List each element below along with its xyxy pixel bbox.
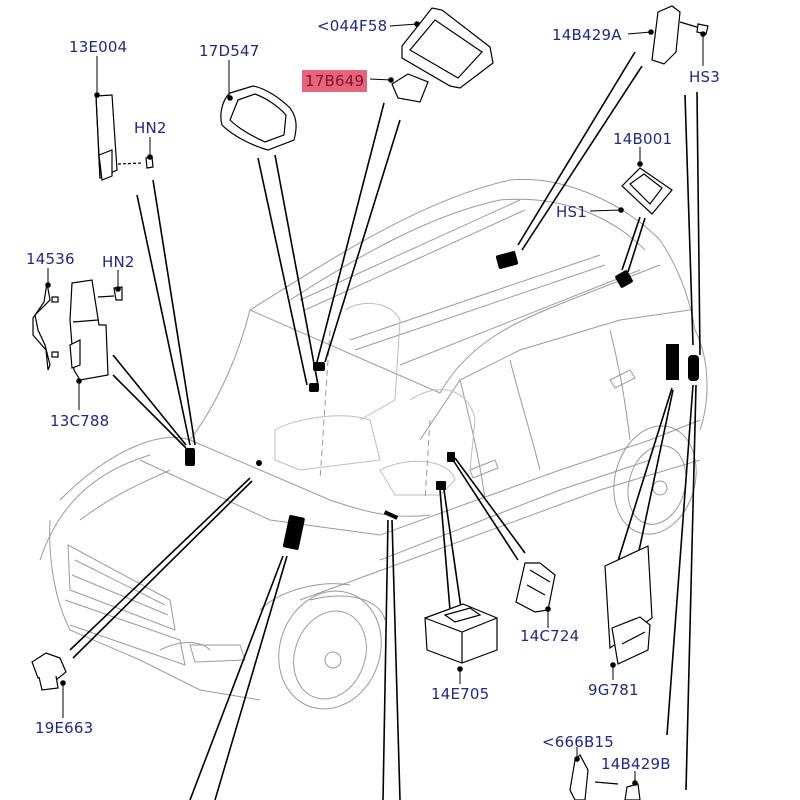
- part-13E004: [94, 92, 144, 181]
- part-label-14B429A[interactable]: 14B429A: [552, 26, 622, 44]
- label-ticks: [47, 23, 704, 783]
- part-14B001: [618, 161, 673, 215]
- part-label-14B001[interactable]: 14B001: [613, 130, 673, 148]
- part-label-14C724[interactable]: 14C724: [520, 627, 580, 645]
- part-17B649: [388, 73, 429, 103]
- part-label-HN2-lower[interactable]: HN2: [102, 253, 135, 271]
- part-label-17B649-highlighted[interactable]: 17B649: [302, 70, 368, 92]
- leader-lines: [69, 51, 701, 800]
- part-HN2-a: [145, 154, 154, 169]
- part-label-9G781[interactable]: 9G781: [588, 681, 639, 699]
- exploded-parts: [31, 5, 709, 800]
- part-14B429B: [594, 780, 641, 800]
- part-HN2-b: [97, 286, 123, 301]
- part-14536: [32, 282, 59, 371]
- part-14C724: [515, 562, 556, 613]
- part-label-14E705[interactable]: 14E705: [431, 685, 490, 703]
- part-label-19E663[interactable]: 19E663: [35, 719, 94, 737]
- part-label-14B429B[interactable]: 14B429B: [601, 755, 671, 773]
- part-044F58: [401, 7, 494, 89]
- module-markers: [185, 251, 699, 550]
- part-label-13E004[interactable]: 13E004: [69, 38, 128, 56]
- part-label-HS1[interactable]: HS1: [556, 203, 587, 221]
- part-label-044F58[interactable]: <044F58: [317, 17, 388, 35]
- part-label-14536[interactable]: 14536: [26, 250, 75, 268]
- part-label-666B15[interactable]: <666B15: [542, 733, 614, 751]
- part-13C788: [69, 279, 109, 384]
- part-label-HN2-upper[interactable]: HN2: [134, 119, 167, 137]
- part-14E705: [424, 603, 498, 672]
- part-label-13C788[interactable]: 13C788: [50, 412, 110, 430]
- vehicle-outline: [39, 178, 708, 710]
- part-666B15: [569, 754, 589, 800]
- part-9G781: [604, 545, 653, 668]
- part-label-HS3[interactable]: HS3: [689, 68, 720, 86]
- part-17D547: [220, 85, 297, 151]
- part-label-17D547[interactable]: 17D547: [199, 42, 260, 60]
- part-14B429A: [648, 5, 709, 65]
- part-19E663: [31, 652, 67, 691]
